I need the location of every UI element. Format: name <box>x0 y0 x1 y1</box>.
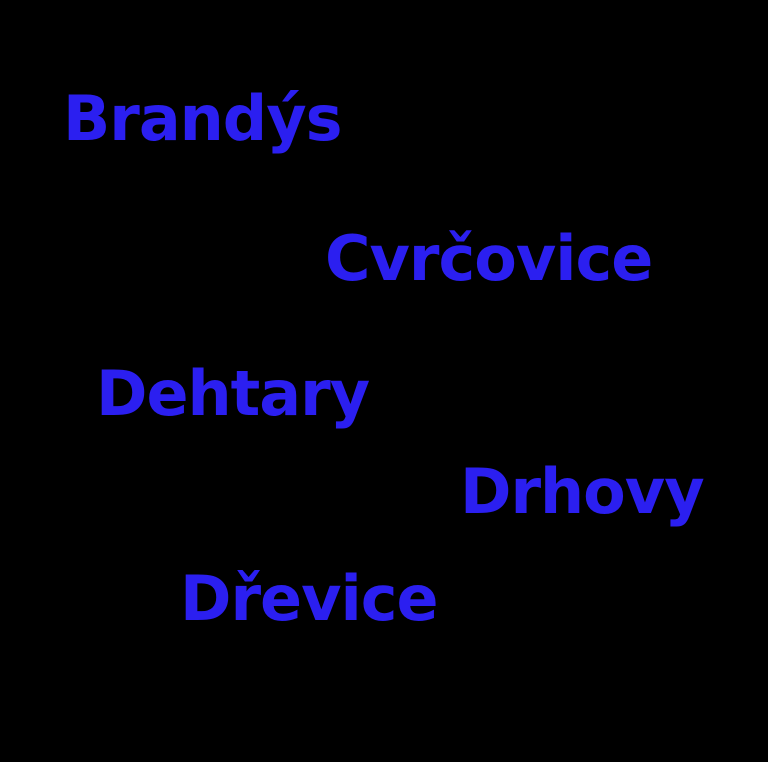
word-cvrcovice: Cvrčovice <box>325 222 653 295</box>
word-drhovy: Drhovy <box>460 455 705 528</box>
word-dehtary: Dehtary <box>96 357 370 430</box>
word-drevice: Dřevice <box>180 562 439 635</box>
word-brandys: Brandýs <box>63 82 343 155</box>
